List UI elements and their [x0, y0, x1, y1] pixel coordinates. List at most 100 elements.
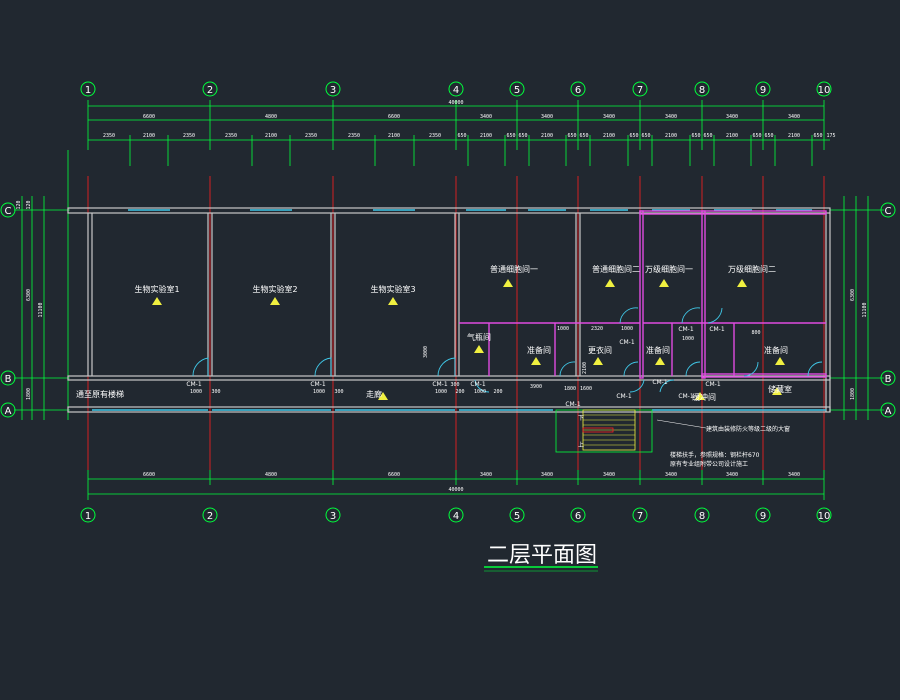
grid-label: 5 [514, 511, 520, 522]
bay-dimension: 3400 [665, 114, 677, 120]
door-tag: CM-1 [565, 401, 581, 408]
misc-dimension: 3000 [423, 346, 429, 358]
drawing-title: 二层平面图 [484, 543, 598, 572]
grid-label: 7 [637, 85, 643, 96]
doors [192, 307, 823, 393]
misc-dimension: 200 [455, 389, 464, 395]
door-tag: CM-1 [652, 379, 668, 386]
grid-label: 7 [637, 511, 643, 522]
room-label-cell3: 万级细胞间一 [645, 264, 693, 274]
bay-dimension: 3400 [603, 114, 615, 120]
door-width: 1000 [557, 326, 569, 332]
bay-dimension: 6600 [143, 114, 155, 120]
warning-icon [659, 279, 669, 287]
sub-dimension: 650 [813, 133, 822, 139]
warning-icon [474, 345, 484, 353]
side-dimension: 120 [26, 200, 32, 209]
warning-icon [737, 279, 747, 287]
bay-dimension: 3400 [541, 114, 553, 120]
grid-label: A [5, 406, 12, 417]
grid-label: 4 [453, 85, 459, 96]
side-dimension: 120 [16, 200, 22, 209]
grid-label: C [5, 206, 12, 217]
room-labels: 生物实验室1 生物实验室2 生物实验室3 普通细胞间一 普通细胞间二 万级细胞间… [76, 264, 792, 402]
bay-dimension: 3400 [665, 472, 677, 478]
bay-dimension: 3400 [541, 472, 553, 478]
note: 建筑由装修防火等级二级的大窗 [706, 425, 790, 433]
sub-dimension: 650 [567, 133, 576, 139]
door-tag: CM-1 [186, 381, 202, 388]
room-label-prep3: 准备间 [764, 345, 788, 355]
room-label-cell4: 万级细胞间二 [728, 264, 776, 274]
sub-dimension: 2100 [480, 133, 492, 139]
door-tag: CM-1 [678, 393, 694, 400]
dimension-texts-top: 40000 6600 4800 6600 3400 3400 3400 3400… [103, 100, 836, 139]
notes: 建筑由装修防火等级二级的大窗 楼梯扶手，参照规格：钢栏杆670 原有专业组附带公… [656, 419, 790, 468]
grid-labels-bottom: 1 2 3 4 5 6 7 8 9 10 [85, 511, 831, 522]
grid-label: B [885, 374, 892, 385]
bay-dimension: 4800 [265, 114, 277, 120]
side-dimension: 6300 [850, 289, 856, 301]
sub-dimension: 650 [752, 133, 761, 139]
grid-labels-side: C B A C B A [5, 206, 892, 417]
sub-dimension: 175 [826, 133, 835, 139]
sub-dimension: 650 [703, 133, 712, 139]
warning-icon [503, 279, 513, 287]
room-label-lab3: 生物实验室3 [370, 284, 415, 294]
warning-icon [775, 357, 785, 365]
bay-dimension: 6600 [388, 114, 400, 120]
sub-dimension: 2350 [183, 133, 195, 139]
door-widths: 1000 1000 1000 1000 1000 1000 1000 800 [190, 326, 761, 395]
sub-dimension: 2100 [726, 133, 738, 139]
grid-label: 10 [818, 511, 831, 522]
sub-dimension: 2350 [429, 133, 441, 139]
bay-dimension: 6600 [143, 472, 155, 478]
note: 楼梯扶手，参照规格：钢栏杆670 [670, 451, 760, 459]
partitions [459, 210, 827, 379]
door-tags: CM-1 CM-1 CM-1 CM-1 CM-1 CM-1 CM-1 CM-1 … [186, 326, 725, 408]
bay-dimension: 3400 [788, 114, 800, 120]
sub-dimension: 650 [764, 133, 773, 139]
door-width: 1000 [190, 389, 202, 395]
grid-bubbles-side [0, 202, 896, 418]
sub-dimension: 2100 [603, 133, 615, 139]
bay-dimension: 3400 [726, 114, 738, 120]
sub-dimension: 2100 [541, 133, 553, 139]
grid-label: 9 [760, 85, 766, 96]
bottom-dimension-chain [87, 470, 825, 500]
warning-icon [270, 297, 280, 305]
stair-up-mark: 上 [578, 441, 584, 449]
misc-dimension: 200 [493, 389, 502, 395]
grid-label: 8 [699, 511, 705, 522]
door-width: 1000 [474, 389, 486, 395]
room-label-cell2: 普通细胞间二 [592, 264, 640, 274]
grid-bubbles-top [80, 81, 832, 97]
door-tag: CM-1 [470, 381, 486, 388]
room-label-store: 储藏室 [768, 384, 792, 394]
windows [92, 209, 826, 411]
door-tag: CM-1 [678, 326, 694, 333]
overall-dimension: 40000 [448, 100, 463, 106]
drawing-title-text: 二层平面图 [487, 543, 597, 568]
misc-dimensions: 300 300 300 200 200 3900 1800 1600 2320 … [211, 326, 603, 395]
grid-label: 3 [330, 85, 336, 96]
door-tag: CM-1 [705, 381, 721, 388]
sub-dimension: 650 [518, 133, 527, 139]
outer-walls [67, 207, 831, 413]
grid-label: 2 [207, 511, 213, 522]
stair-down-mark: 下 [578, 415, 584, 422]
grid-label: 8 [699, 85, 705, 96]
sub-dimension: 2350 [225, 133, 237, 139]
overall-dimension: 40000 [448, 487, 463, 493]
warning-markers [152, 279, 785, 400]
sub-dimension: 2100 [388, 133, 400, 139]
grid-label: 1 [85, 511, 91, 522]
side-dimension: 1800 [850, 388, 856, 400]
door-tag: CM-1 [310, 381, 326, 388]
sub-dimension: 650 [629, 133, 638, 139]
warning-icon [531, 357, 541, 365]
side-dimension: 11100 [862, 302, 868, 317]
side-dimension-texts: 120 120 6300 1800 11100 6300 1800 11100 [16, 200, 868, 400]
sub-dimension: 650 [506, 133, 515, 139]
door-tag: CM-1 [709, 326, 725, 333]
